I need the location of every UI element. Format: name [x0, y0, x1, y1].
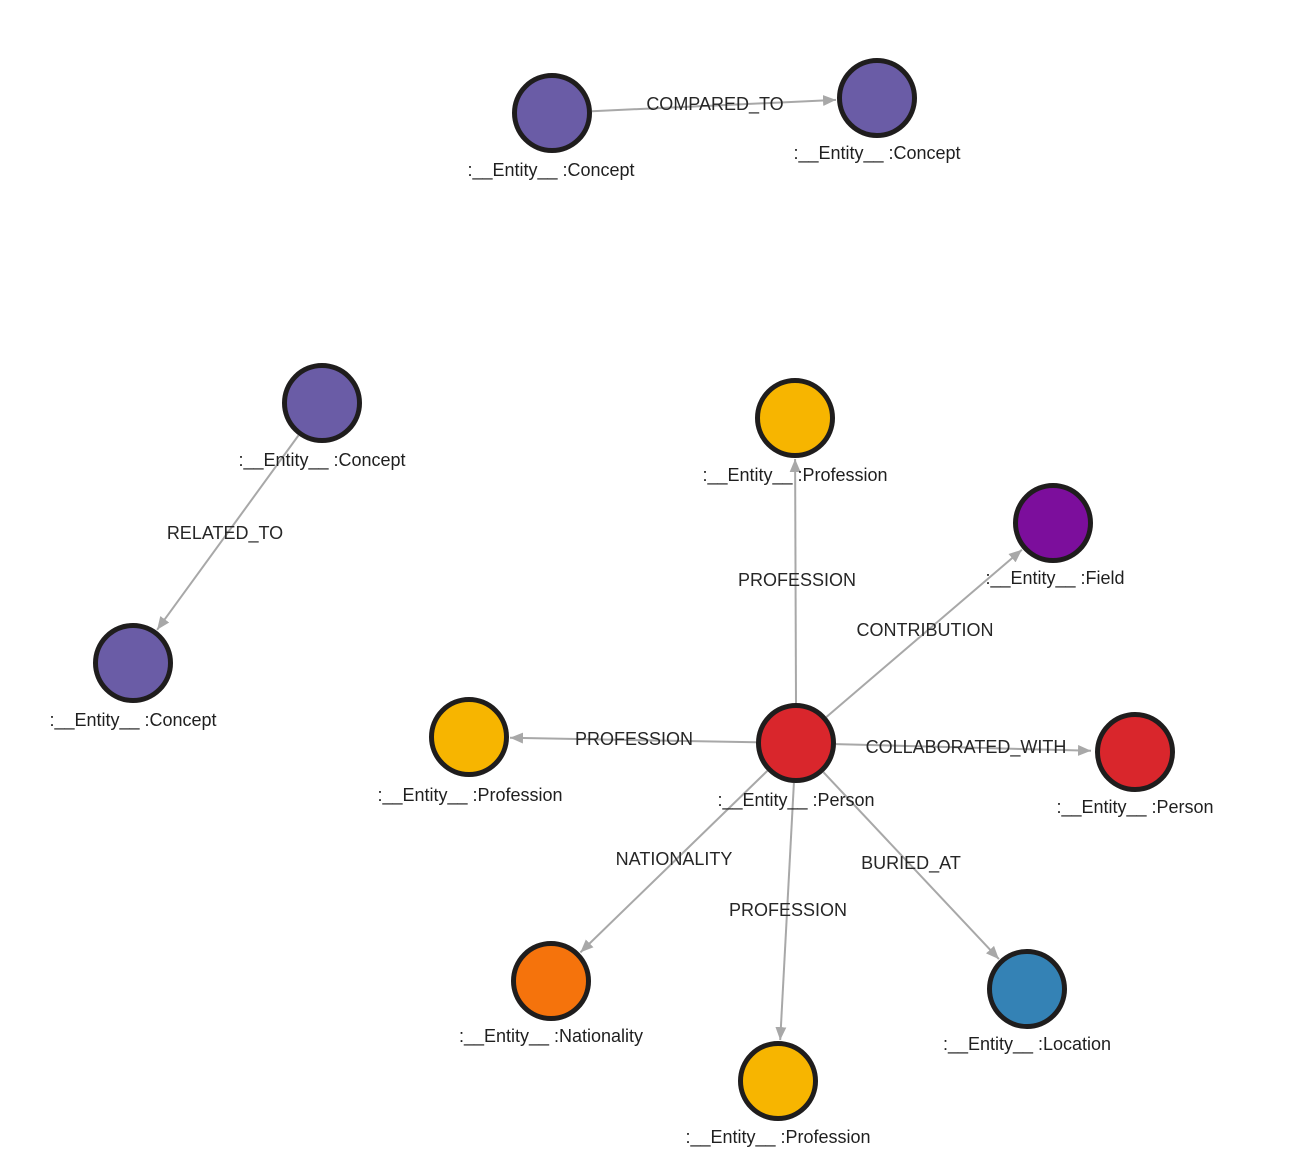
node-person-center[interactable]: :__Entity__ :Person: [717, 703, 875, 812]
edge-type-label-buried-at[interactable]: BURIED_AT: [861, 853, 961, 874]
node-circle-concept-c[interactable]: [282, 363, 362, 443]
node-profession-top[interactable]: :__Entity__ :Profession: [702, 378, 888, 487]
node-profession-left[interactable]: :__Entity__ :Profession: [377, 697, 563, 807]
node-caption-concept-d: :__Entity__ :Concept: [49, 710, 216, 731]
node-circle-person-right[interactable]: [1095, 712, 1175, 792]
edge-line-contribution[interactable]: [825, 548, 1023, 718]
edge-line-profession-left[interactable]: [509, 732, 757, 744]
edge-nationality[interactable]: NATIONALITY: [579, 770, 768, 954]
node-location[interactable]: :__Entity__ :Location: [943, 949, 1111, 1056]
edge-type-label-related-to[interactable]: RELATED_TO: [167, 523, 283, 544]
node-field[interactable]: :__Entity__ :Field: [985, 483, 1125, 590]
edge-related-to[interactable]: RELATED_TO: [156, 434, 300, 631]
node-caption-profession-top: :__Entity__ :Profession: [702, 465, 887, 486]
node-profession-bottom[interactable]: :__Entity__ :Profession: [685, 1041, 871, 1149]
node-caption-profession-left: :__Entity__ :Profession: [377, 785, 562, 806]
node-circle-concept-d[interactable]: [93, 623, 173, 703]
node-circle-concept-b[interactable]: [837, 58, 917, 138]
node-circle-profession-left[interactable]: [429, 697, 509, 777]
node-circle-person-center[interactable]: [756, 703, 836, 783]
node-person-right[interactable]: :__Entity__ :Person: [1056, 712, 1214, 819]
node-circle-location[interactable]: [987, 949, 1067, 1029]
edge-type-label-profession-top[interactable]: PROFESSION: [738, 570, 856, 590]
node-concept-b[interactable]: :__Entity__ :Concept: [793, 58, 961, 165]
edge-line-collaborated-with[interactable]: [835, 743, 1092, 756]
edge-profession-left[interactable]: PROFESSION: [509, 729, 757, 749]
edge-line-profession-top[interactable]: [789, 458, 801, 704]
node-caption-field: :__Entity__ :Field: [985, 568, 1124, 589]
node-caption-location: :__Entity__ :Location: [943, 1034, 1111, 1055]
node-concept-c[interactable]: :__Entity__ :Concept: [238, 363, 406, 472]
node-circle-nationality[interactable]: [511, 941, 591, 1021]
edge-line-related-to[interactable]: [156, 434, 300, 631]
node-caption-nationality: :__Entity__ :Nationality: [459, 1026, 643, 1047]
edge-type-label-profession-left[interactable]: PROFESSION: [575, 729, 693, 749]
edge-type-label-nationality[interactable]: NATIONALITY: [616, 849, 733, 869]
edge-buried-at[interactable]: BURIED_AT: [822, 771, 1000, 960]
edge-compared-to[interactable]: COMPARED_TO: [591, 94, 837, 115]
node-circle-profession-bottom[interactable]: [738, 1041, 818, 1121]
edge-line-buried-at[interactable]: [822, 771, 1000, 960]
edge-type-label-contribution[interactable]: CONTRIBUTION: [857, 620, 994, 640]
node-circle-profession-top[interactable]: [755, 378, 835, 458]
node-caption-concept-a: :__Entity__ :Concept: [467, 160, 634, 181]
edge-line-compared-to[interactable]: [591, 95, 837, 113]
node-circle-field[interactable]: [1013, 483, 1093, 563]
edge-type-label-collaborated-with[interactable]: COLLABORATED_WITH: [866, 737, 1067, 758]
edge-type-label-compared-to[interactable]: COMPARED_TO: [646, 94, 783, 115]
node-caption-profession-bottom: :__Entity__ :Profession: [685, 1127, 870, 1148]
edge-contribution[interactable]: CONTRIBUTION: [825, 548, 1023, 718]
edge-line-profession-bottom[interactable]: [775, 782, 795, 1041]
node-caption-concept-b: :__Entity__ :Concept: [793, 143, 960, 164]
edge-line-nationality[interactable]: [579, 770, 768, 954]
node-caption-person-center: :__Entity__ :Person: [717, 790, 874, 811]
edge-profession-top[interactable]: PROFESSION: [738, 458, 856, 704]
node-concept-a[interactable]: :__Entity__ :Concept: [467, 73, 635, 182]
node-circle-concept-a[interactable]: [512, 73, 592, 153]
node-caption-concept-c: :__Entity__ :Concept: [238, 450, 405, 471]
node-nationality[interactable]: :__Entity__ :Nationality: [459, 941, 643, 1048]
edge-type-label-profession-bottom[interactable]: PROFESSION: [729, 900, 847, 920]
edge-collaborated-with[interactable]: COLLABORATED_WITH: [835, 737, 1092, 758]
edge-profession-bottom[interactable]: PROFESSION: [729, 782, 847, 1041]
node-concept-d[interactable]: :__Entity__ :Concept: [49, 623, 217, 732]
node-caption-person-right: :__Entity__ :Person: [1056, 797, 1213, 818]
